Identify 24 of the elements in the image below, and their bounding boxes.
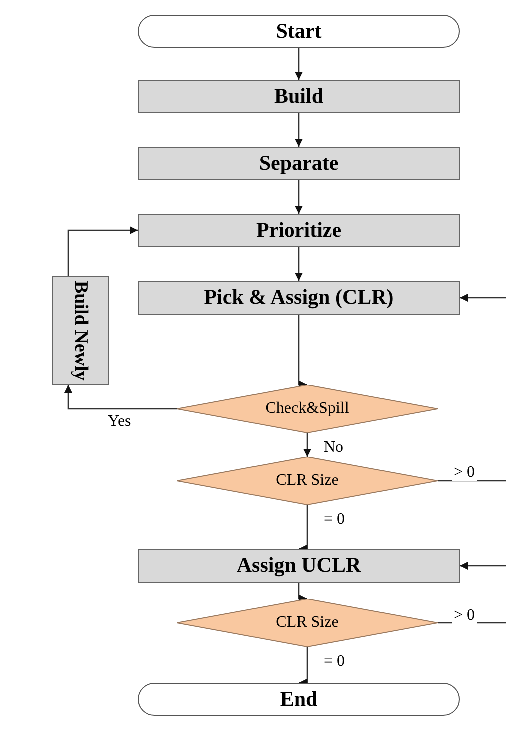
terminal-box: Start [138,15,460,48]
arrow [295,113,303,147]
arrow [295,48,303,80]
process-box: Assign UCLR [138,549,460,583]
arrow [298,315,308,389]
edge-label: > 0 [452,608,478,624]
arrow [64,385,177,410]
arrow [460,562,506,570]
process-box: Pick & Assign (CLR) [138,281,460,315]
arrow [68,226,138,276]
edge-label: > 0 [452,465,478,481]
decision-diamond: CLR Size [177,457,438,505]
decision-diamond: Check&Spill [177,385,438,433]
process-box: Build Newly [52,276,109,385]
process-box: Prioritize [138,214,460,247]
terminal-box: End [138,683,460,716]
process-box: Build [138,80,460,113]
arrow [295,180,303,214]
arrow [304,433,312,457]
decision-diamond: CLR Size [177,599,438,647]
process-box: Separate [138,147,460,180]
arrow [298,583,308,603]
arrow [460,294,506,302]
arrow [295,247,303,281]
